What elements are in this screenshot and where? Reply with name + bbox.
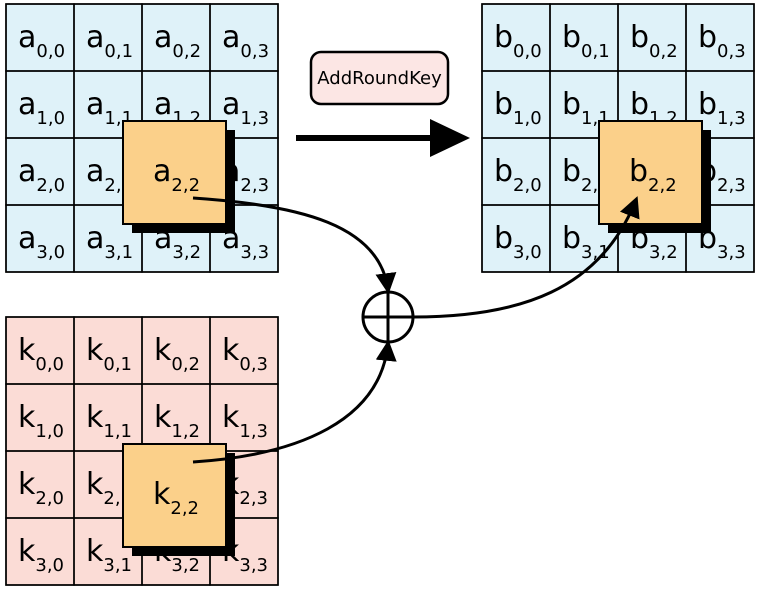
highlighted-cell-a22: a2,2	[122, 120, 235, 233]
highlight-label-k: k2,2	[153, 477, 199, 519]
cell-label-k-3-1: k3,1	[86, 534, 132, 576]
cell-label-b-0-2: b0,2	[630, 20, 678, 62]
cell-label-b-1-1: b1,1	[562, 87, 610, 129]
highlight-box	[122, 120, 227, 225]
cell-label-k-1-3: k1,3	[222, 400, 268, 442]
cell-label-b-3-0: b3,0	[494, 221, 542, 263]
cell-label-b-2-0: b2,0	[494, 154, 542, 196]
cell-label-b-0-3: b0,3	[698, 20, 746, 62]
transform-arrow	[296, 119, 470, 157]
cell-label-a-0-2: a0,2	[154, 20, 201, 62]
cell-label-k-0-2: k0,2	[154, 333, 200, 375]
xor-operator-icon	[361, 290, 415, 344]
cell-label-k-2-0: k2,0	[18, 467, 64, 509]
arrow-a22-to-xor	[192, 196, 397, 295]
cell-label-a-1-3: a1,3	[222, 87, 269, 129]
cell-label-k-1-1: k1,1	[86, 400, 132, 442]
cell-label-b-0-0: b0,0	[494, 20, 542, 62]
highlight-box	[598, 120, 703, 225]
cell-label-k-1-2: k1,2	[154, 400, 200, 442]
cell-label-a-3-1: a3,1	[86, 221, 133, 263]
addroundkey-label: AddRoundKey	[317, 68, 442, 89]
cell-label-k-0-1: k0,1	[86, 333, 132, 375]
cell-label-a-1-0: a1,0	[18, 87, 65, 129]
highlighted-cell-k22: k2,2	[122, 443, 235, 556]
cell-label-b-0-1: b0,1	[562, 20, 610, 62]
addroundkey-label-pill: AddRoundKey	[309, 50, 450, 106]
highlighted-cell-b22: b2,2	[598, 120, 711, 233]
cell-label-b-1-0: b1,0	[494, 87, 542, 129]
arrow-k22-to-xor	[192, 339, 397, 464]
highlight-box	[122, 443, 227, 548]
cell-label-k-0-3: k0,3	[222, 333, 268, 375]
matrix-cell	[209, 204, 279, 273]
highlight-label-b: b2,2	[629, 154, 677, 196]
cell-label-k-0-0: k0,0	[18, 333, 64, 375]
cell-label-a-0-3: a0,3	[222, 20, 269, 62]
cell-label-a-2-0: a2,0	[18, 154, 65, 196]
cell-label-a-3-0: a3,0	[18, 221, 65, 263]
cell-label-k-3-0: k3,0	[18, 534, 64, 576]
cell-label-a-0-0: a0,0	[18, 20, 65, 62]
cell-label-b-3-1: b3,1	[562, 221, 610, 263]
highlight-label-a: a2,2	[153, 154, 200, 196]
cell-label-k-1-0: k1,0	[18, 400, 64, 442]
matrix-cell	[685, 204, 755, 273]
cell-label-b-1-3: b1,3	[698, 87, 746, 129]
cell-label-a-0-1: a0,1	[86, 20, 133, 62]
arrow-xor-to-b22	[412, 196, 640, 319]
